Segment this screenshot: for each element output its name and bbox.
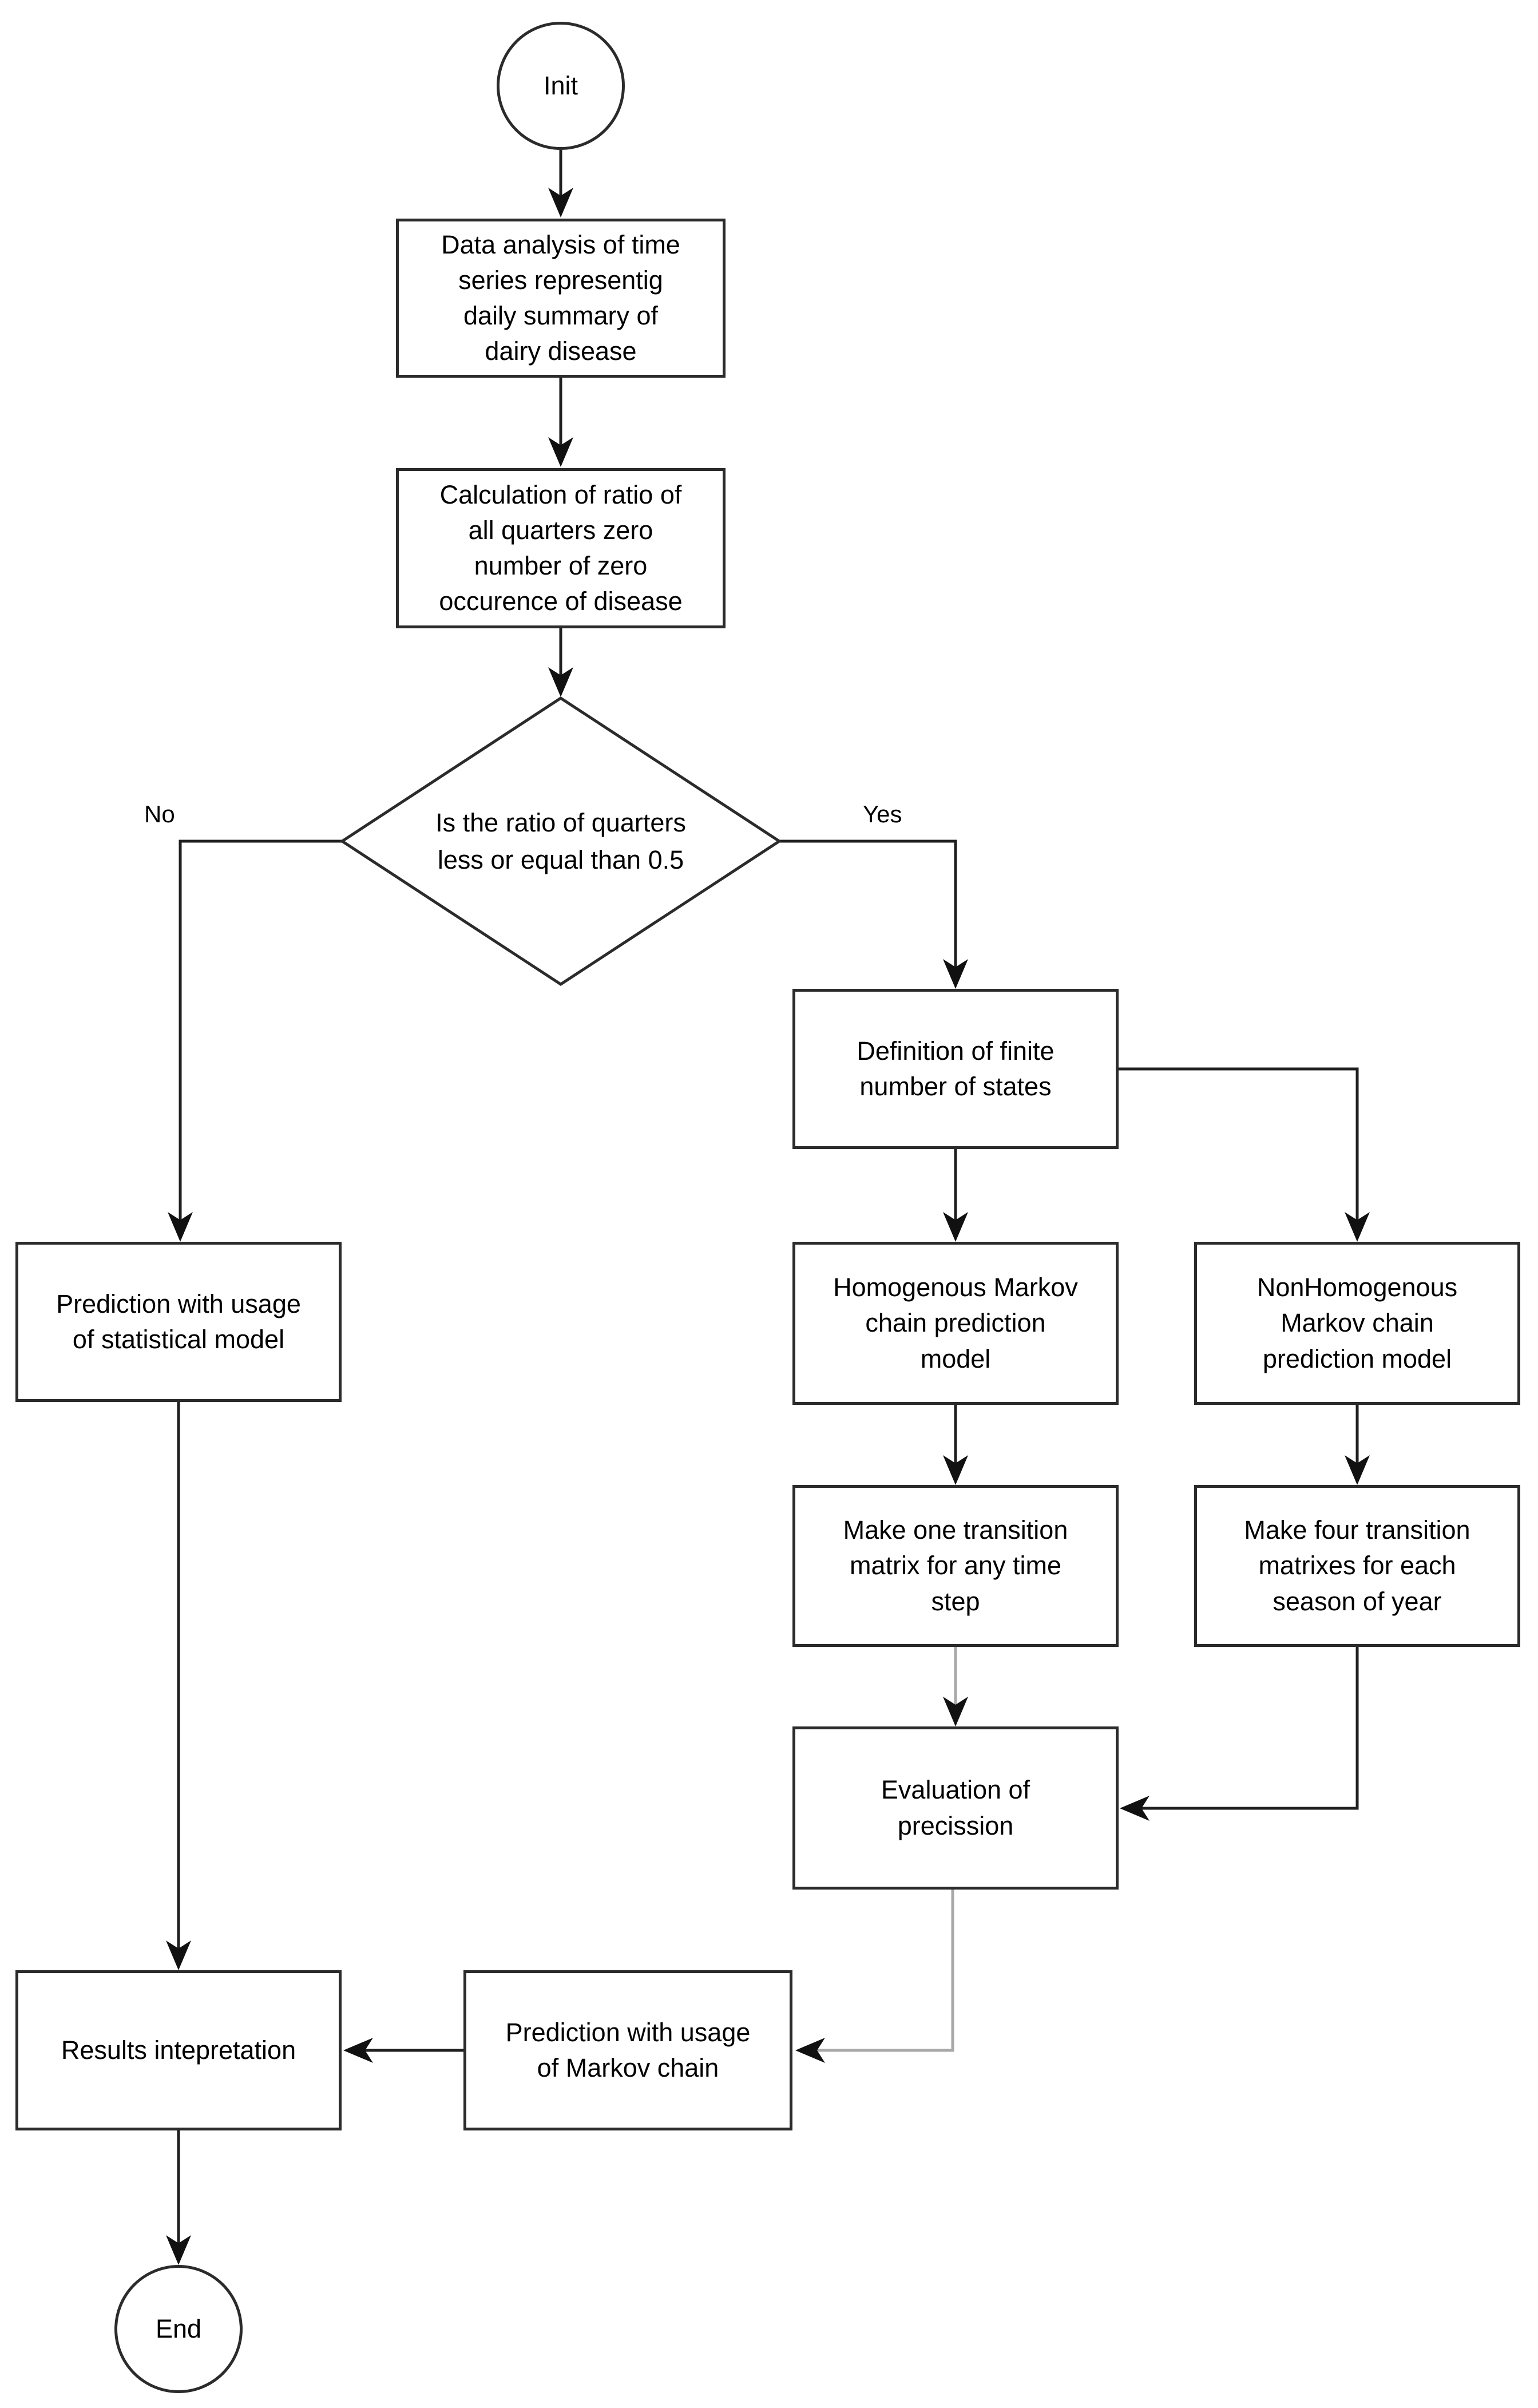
edge-define-states-to-nonhomogenous [1119, 1067, 1370, 1242]
node-markov-prediction: Prediction with usage of Markov chain [463, 1970, 792, 2130]
node-data-analysis: Data analysis of time series representig… [396, 219, 726, 378]
edge-one-matrix-to-evaluation [943, 1647, 968, 1726]
node-evaluation: Evaluation of precission [792, 1726, 1119, 1890]
edge-statistical-to-results [166, 1402, 191, 1970]
edge-markov-prediction-to-results [343, 2038, 463, 2063]
edge-evaluation-to-markov-prediction [795, 1890, 954, 2063]
node-ratio-calculation: Calculation of ratio of all quarters zer… [396, 468, 726, 628]
edge-data-analysis-to-ratio-calculation [548, 378, 573, 467]
node-nonhomogenous-model: NonHomogenous Markov chain prediction mo… [1194, 1242, 1520, 1405]
edge-init-to-data-analysis [548, 150, 573, 217]
edge-homogenous-to-one-matrix [943, 1405, 968, 1485]
edge-results-to-end [166, 2130, 191, 2265]
node-homogenous-model: Homogenous Markov chain prediction model [792, 1242, 1119, 1405]
node-one-matrix: Make one transition matrix for any time … [792, 1485, 1119, 1647]
edge-ratio-calculation-to-decision [548, 628, 573, 697]
node-four-matrixes: Make four transition matrixes for each s… [1194, 1485, 1520, 1647]
edge-decision-yes-to-define-states [779, 839, 968, 989]
node-define-states: Definition of finite number of states [792, 989, 1119, 1149]
edge-four-matrixes-to-evaluation [1120, 1647, 1359, 1821]
edge-label-yes: Yes [863, 801, 902, 827]
edge-nonhomogenous-to-four-matrixes [1345, 1405, 1370, 1485]
decision-diamond [339, 696, 782, 986]
node-decision-label: Is the ratio of quarters less or equal t… [435, 807, 686, 874]
node-statistical-prediction: Prediction with usage of statistical mod… [15, 1242, 342, 1402]
edge-decision-no-to-statistical [168, 839, 342, 1242]
node-end: End [114, 2265, 243, 2393]
edge-label-no: No [144, 801, 175, 827]
node-init: Init [497, 22, 625, 150]
node-results: Results intepretation [15, 1970, 342, 2130]
edge-define-states-to-homogenous [943, 1149, 968, 1242]
